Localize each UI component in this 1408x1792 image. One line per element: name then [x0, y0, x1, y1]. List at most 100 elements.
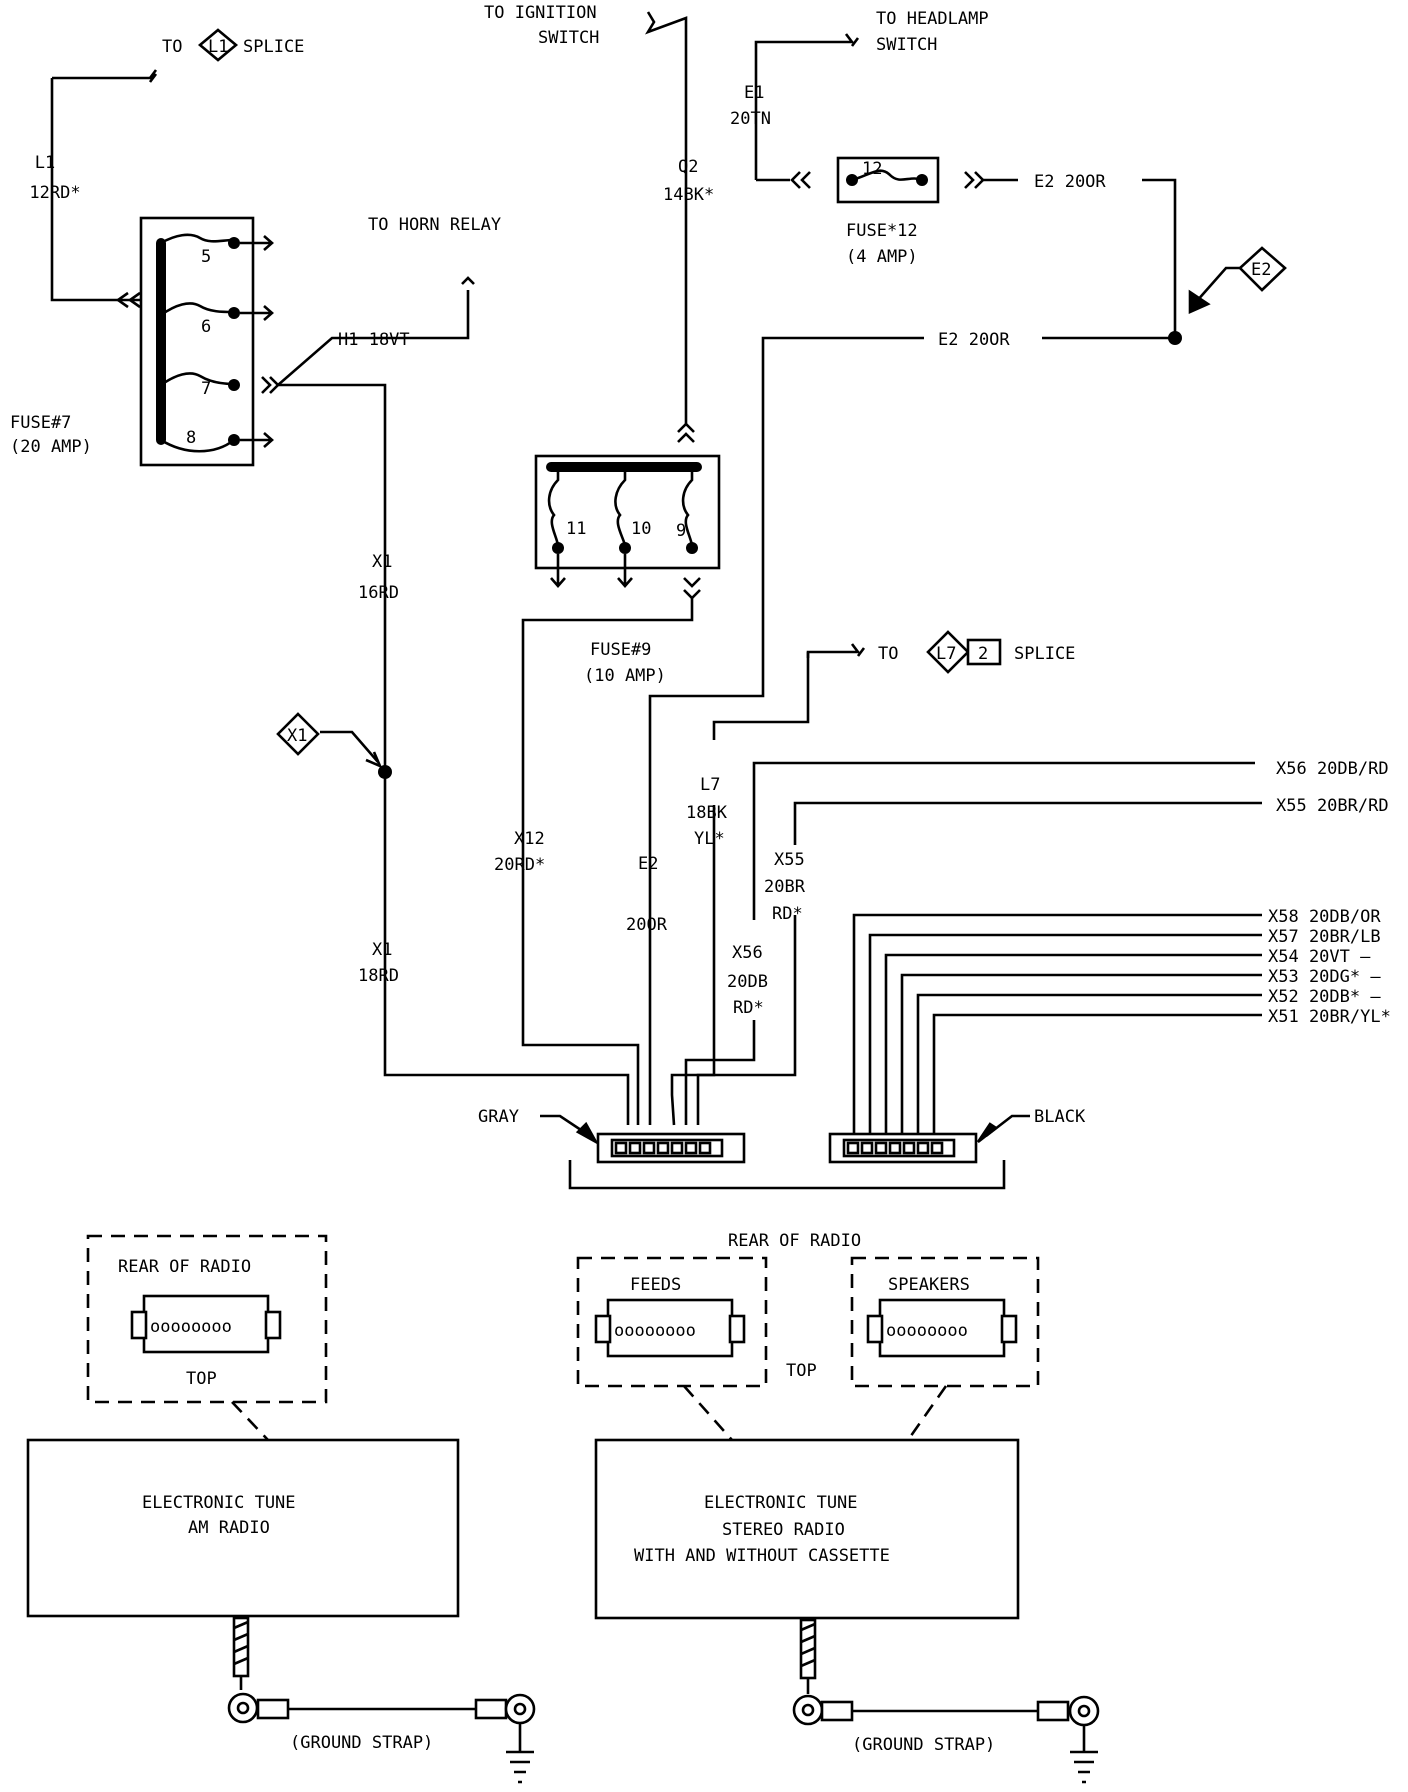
am-ground-strap: (GROUND STRAP): [227, 1616, 536, 1784]
e2-mid: E2 20OR: [938, 330, 1010, 350]
stereo-1: ELECTRONIC TUNE: [704, 1493, 858, 1513]
l7-diamond: [926, 630, 970, 674]
x1-wire: X1 X1 16RD X1 18RD: [276, 383, 630, 1125]
am-radio-unit: ELECTRONIC TUNE AM RADIO: [26, 1438, 460, 1618]
to-ignition-1: TO IGNITION: [484, 3, 597, 23]
gray-pins: [614, 1141, 712, 1155]
e1-wire: 20TN: [730, 109, 771, 129]
x56-wire: X56 20DB/RD X56 20DB RD*: [684, 759, 1389, 1125]
am-radio-rear-view: REAR OF RADIO oooooooo TOP: [86, 1234, 328, 1404]
to-horn-relay: TO HORN RELAY: [368, 215, 501, 235]
x1-diamond: [276, 712, 320, 756]
l1-splice-connection: TO L1 SPLICE L1 12RD*: [29, 28, 304, 309]
to-l7-word: SPLICE: [1014, 644, 1075, 664]
x54: X54 20VT –: [1268, 947, 1371, 967]
black-label: BLACK: [1034, 1107, 1086, 1127]
l7-wire-1: 18BK: [686, 803, 728, 823]
top-am: TOP: [186, 1369, 217, 1389]
x1-name-b: X1: [372, 940, 392, 960]
fuse9-label: FUSE#9: [590, 640, 651, 660]
x52: X52 20DB* –: [1268, 987, 1381, 1007]
x57: X57 20BR/LB: [1268, 927, 1381, 947]
feeds: FEEDS: [630, 1275, 681, 1295]
speakers-rear-view: SPEAKERS oooooooo: [850, 1256, 1040, 1388]
connector-bracket: [568, 1160, 1006, 1190]
am-radio-2: AM RADIO: [188, 1518, 270, 1538]
feeds-pins: oooooooo: [614, 1321, 696, 1341]
x58: X58 20DB/OR: [1268, 907, 1381, 927]
e2-low-wire: 20OR: [626, 915, 668, 935]
to-l7-to: TO: [878, 644, 898, 664]
fuse9-rating: (10 AMP): [584, 666, 666, 686]
l1-name: L1: [35, 153, 55, 173]
l7-wire: TO L7 2 SPLICE L7 18BK YL*: [670, 630, 1075, 1126]
x56-name: X56: [732, 943, 763, 963]
ground-strap-2: (GROUND STRAP): [852, 1735, 995, 1755]
am-radio-1: ELECTRONIC TUNE: [142, 1493, 296, 1513]
gray-connector: GRAY: [478, 1107, 746, 1164]
x55-name: X55: [774, 850, 805, 870]
q2-name: Q2: [678, 157, 698, 177]
fuse-9: 9: [676, 521, 686, 541]
q2-wire: 14BK*: [663, 185, 714, 205]
gray-label: GRAY: [478, 1107, 519, 1127]
fuse-block-9-11: 11 10 9 FUSE#9 (10 AMP): [534, 454, 721, 686]
top-stereo: TOP: [786, 1361, 817, 1381]
speakers-pins: oooooooo: [886, 1321, 968, 1341]
x56-right: X56 20DB/RD: [1276, 759, 1389, 779]
x12-wire: 20RD*: [494, 855, 545, 875]
rear-radio-am: REAR OF RADIO: [118, 1257, 251, 1277]
x53: X53 20DG* –: [1268, 967, 1381, 987]
feeds-rear-view: FEEDS oooooooo: [576, 1256, 768, 1388]
to-headlamp-2: SWITCH: [876, 35, 937, 55]
x55-wire-1: 20BR: [764, 877, 806, 897]
fuse-12: 12 FUSE*12 (4 AMP): [836, 156, 985, 267]
fuse12-num: 12: [862, 159, 882, 179]
x1-wire-a: 16RD: [358, 583, 399, 603]
am-pins: oooooooo: [150, 1317, 232, 1337]
x56-wire-2: RD*: [733, 998, 764, 1018]
speakers: SPEAKERS: [888, 1275, 970, 1295]
l1-splice-diamond: [197, 28, 239, 62]
x55-wire-2: RD*: [772, 904, 803, 924]
speaker-wires: X58 20DB/OR X57 20BR/LB X54 20VT – X53 2…: [852, 907, 1391, 1140]
h1-horn-relay-wire: H1 18VT TO HORN RELAY: [277, 215, 501, 386]
fuse12-label: FUSE*12: [846, 221, 918, 241]
l7-wire-2: YL*: [694, 829, 725, 849]
e2-top: E2 20OR: [1034, 172, 1106, 192]
l7-tag: L7: [936, 644, 956, 664]
fuse12-rating: (4 AMP): [846, 247, 918, 267]
fuse-7: 7: [201, 379, 211, 399]
x12-name: X12: [514, 829, 545, 849]
l1-wire: 12RD*: [29, 183, 80, 203]
fuse7-label: FUSE#7: [10, 413, 71, 433]
fuse-8: 8: [186, 428, 196, 448]
l7-num: 2: [978, 644, 988, 664]
fuse-5: 5: [201, 247, 211, 267]
e2-tag: E2: [1251, 260, 1271, 280]
e2-wire: E2 20OR E2 E2 20OR E2 20OR: [626, 172, 1287, 1125]
stereo-radio-unit: ELECTRONIC TUNE STEREO RADIO WITH AND WI…: [594, 1438, 1020, 1620]
x55-wire: X55 20BR/RD X55 20BR RD*: [696, 796, 1389, 1125]
fuse7-rating: (20 AMP): [10, 437, 92, 457]
x56-wire-1: 20DB: [727, 972, 768, 992]
fuse-block-5-8: 5 6 7 8 FUSE#7 (20 AMP): [10, 216, 280, 467]
fuse-10: 10: [631, 519, 651, 539]
fuse-11: 11: [566, 519, 586, 539]
to-ignition-2: SWITCH: [538, 28, 599, 48]
black-connector: BLACK: [828, 1107, 1086, 1164]
l7-name: L7: [700, 775, 720, 795]
ignition-q2-wire: TO IGNITION SWITCH Q2 14BK*: [484, 3, 714, 443]
x12-wire: X12 20RD*: [494, 598, 694, 1125]
stereo-2: STEREO RADIO: [722, 1520, 845, 1540]
e2-diamond: [1238, 246, 1287, 292]
black-pins: [846, 1141, 944, 1155]
x1-tag: X1: [287, 726, 307, 746]
e2-low-name: E2: [638, 854, 658, 874]
e1-name: E1: [744, 83, 764, 103]
fuse-6: 6: [201, 317, 211, 337]
l1-splice-word: SPLICE: [243, 37, 304, 57]
x51: X51 20BR/YL*: [1268, 1007, 1391, 1027]
headlamp-e1-wire: TO HEADLAMP SWITCH E1 20TN: [730, 9, 989, 189]
x1-name-a: X1: [372, 552, 392, 572]
